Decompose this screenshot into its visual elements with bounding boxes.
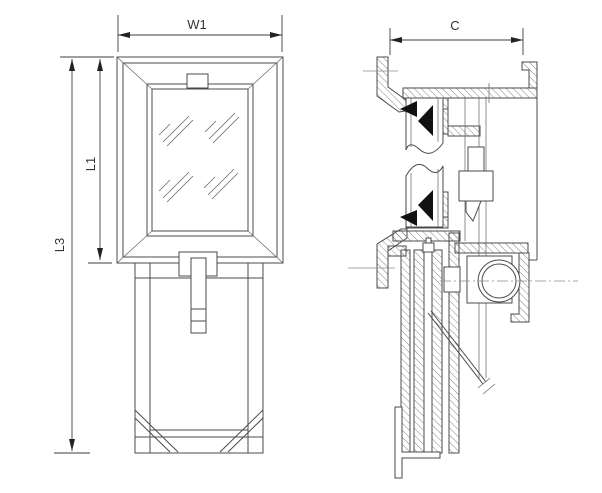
section-view (348, 56, 578, 479)
arrowhead (97, 59, 103, 71)
arrowhead (511, 37, 523, 43)
frame-mitre-joints (116, 56, 284, 264)
lock-block-upper (467, 146, 485, 172)
section-hook-profile (521, 61, 538, 89)
casing-right-wall (510, 252, 530, 323)
dim-c: C (389, 18, 524, 55)
channel-bar (413, 249, 425, 454)
arrowhead (69, 59, 75, 71)
section-top-plate (402, 87, 538, 99)
gasket-triangle (418, 105, 433, 136)
keeper-plate (443, 266, 461, 293)
arrowhead (118, 32, 130, 38)
gasket-triangle (400, 210, 417, 226)
dim-label-c: C (450, 18, 459, 33)
arrowhead (69, 439, 75, 451)
latch-handle (190, 257, 207, 334)
section-bottom-flange (376, 228, 408, 289)
arrowhead (97, 248, 103, 260)
arrowhead (270, 32, 282, 38)
dim-label-l3: L3 (52, 238, 67, 252)
mount-foot (394, 406, 441, 479)
dim-w1: W1 (117, 15, 283, 52)
stay-rod (427, 310, 496, 395)
glass-section-lines (410, 98, 439, 227)
casing-top-bar (454, 242, 529, 254)
glass-reflection-marks (158, 112, 240, 203)
glass-pane-edge (151, 88, 249, 232)
dim-l3: L3 (52, 59, 90, 454)
clamp-shelf (447, 125, 481, 137)
keeper-pin (425, 237, 432, 244)
channel-bar (448, 232, 460, 454)
lock-tongue (465, 200, 482, 222)
corner-brace-left (134, 409, 179, 453)
section-top-flange (376, 56, 407, 113)
dim-label-l1: L1 (83, 157, 98, 171)
channel-bar (431, 249, 443, 454)
dim-l1: L1 (60, 56, 114, 264)
stay-rod-end-tick (477, 377, 491, 389)
dim-label-w1: W1 (187, 17, 207, 32)
front-view (116, 56, 284, 454)
arrowhead (390, 37, 402, 43)
keeper-block (422, 242, 435, 253)
gasket-triangle (400, 101, 417, 117)
glazing-bead (146, 83, 254, 237)
gasket-triangle (418, 190, 433, 221)
corner-brace-right (219, 409, 264, 453)
stay-rod-end-tick (482, 383, 496, 395)
lock-block-lower (458, 170, 494, 202)
top-hinge (186, 73, 209, 89)
channel-bars (400, 232, 460, 454)
outer-frame-inner-line (122, 62, 278, 258)
